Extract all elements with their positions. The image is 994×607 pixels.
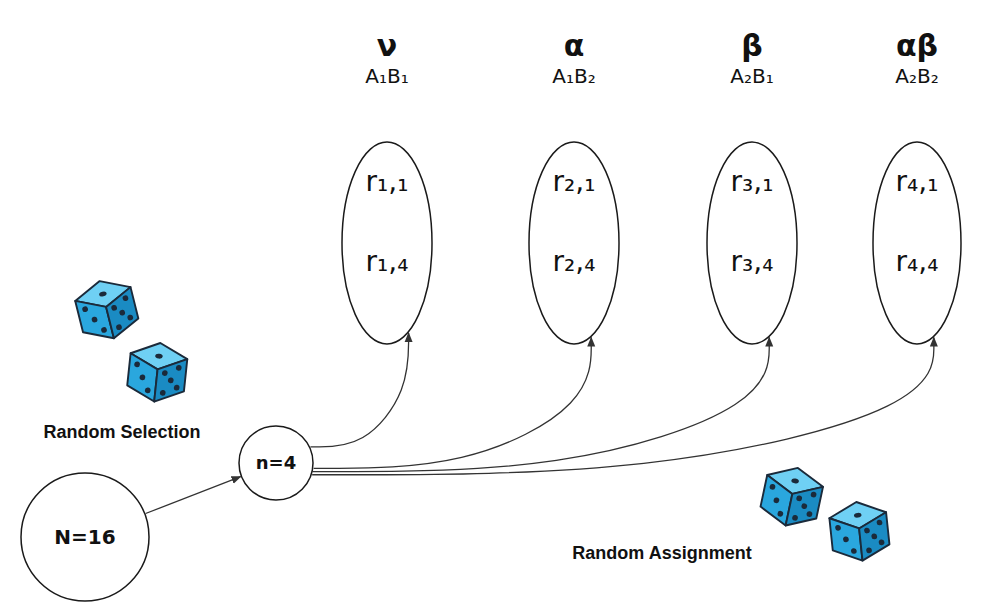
treatment-group: αA₁B₂r₂,₁r₂,₄ — [528, 141, 620, 345]
response-label: r₃,₄ — [731, 247, 774, 278]
outline — [21, 473, 149, 601]
outline — [529, 142, 619, 344]
response-label: r₁,₁ — [366, 167, 409, 198]
response-label: r₄,₁ — [896, 167, 939, 198]
response-label: r₄,₄ — [896, 247, 939, 278]
connector-arrow — [314, 338, 592, 469]
group-symbol: β — [741, 29, 762, 62]
die — [72, 274, 142, 345]
die — [126, 340, 189, 405]
condition-label: A₂B₂ — [895, 65, 938, 87]
condition-label: A₂B₁ — [730, 65, 773, 87]
treatment-group: νA₁B₁r₁,₁r₁,₄ — [341, 141, 433, 345]
outline — [239, 426, 313, 500]
group-symbol: ν — [377, 29, 397, 62]
process-label: Random Selection — [43, 422, 200, 443]
response-label: r₂,₄ — [553, 247, 596, 278]
population-circle: N=16 — [20, 472, 150, 602]
treatment-group: αβA₂B₂r₄,₁r₄,₄ — [872, 141, 962, 345]
population-size: N=16 — [54, 526, 115, 548]
connector-arrow — [313, 338, 769, 472]
process-label: Random Assignment — [572, 543, 751, 564]
response-label: r₁,₄ — [366, 247, 409, 278]
group-symbol: αβ — [896, 29, 938, 62]
connector-arrow — [146, 477, 241, 514]
die — [758, 462, 826, 531]
outline — [707, 142, 797, 344]
connector-arrow — [310, 333, 408, 447]
condition-label: A₁B₂ — [552, 65, 595, 87]
connector-arrow — [312, 338, 934, 475]
sample-size: n=4 — [256, 453, 296, 473]
outline — [342, 142, 432, 344]
group-symbol: α — [564, 29, 585, 62]
outline — [873, 142, 961, 344]
response-label: r₂,₁ — [553, 167, 596, 198]
response-label: r₃,₁ — [731, 167, 774, 198]
die — [828, 499, 891, 564]
sample-circle: n=4 — [238, 425, 314, 501]
condition-label: A₁B₁ — [365, 65, 408, 87]
treatment-group: βA₂B₁r₃,₁r₃,₄ — [706, 141, 798, 345]
